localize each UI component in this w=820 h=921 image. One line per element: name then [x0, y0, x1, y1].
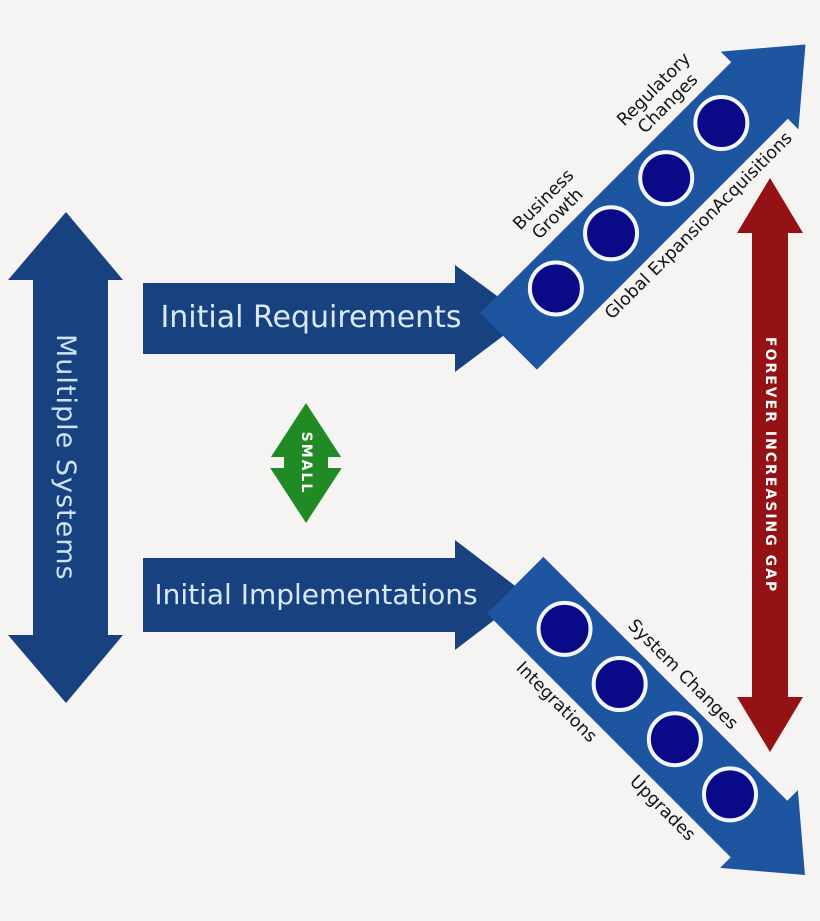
- milestone-circle: [580, 644, 660, 724]
- multiple-systems-label: Multiple Systems: [50, 334, 81, 581]
- initial-requirements-label: Initial Requirements: [160, 300, 462, 335]
- initial-implementations-arrow: Initial Implementations: [143, 540, 527, 650]
- milestone-circle: [626, 138, 706, 218]
- forever-increasing-gap-arrow: FOREVER INCREASING GAP: [737, 178, 803, 752]
- small-gap-notch-right: [328, 457, 347, 468]
- initial-requirements-arrow: Initial Requirements: [143, 265, 527, 372]
- small-gap-indicator: SMALL: [265, 403, 347, 523]
- multiple-systems-arrow: Multiple Systems: [8, 212, 123, 703]
- milestone-circle: [571, 193, 651, 273]
- small-gap-notch-left: [265, 457, 284, 468]
- milestone-circle: [681, 83, 761, 163]
- milestone-circle: [516, 248, 596, 329]
- diagram-canvas: Multiple Systems Initial Requirements In…: [8, 5, 820, 896]
- milestone-circle: [690, 754, 770, 834]
- initial-implementations-label: Initial Implementations: [154, 577, 478, 611]
- small-gap-label: SMALL: [298, 431, 314, 495]
- milestone-circle: [635, 699, 715, 779]
- forever-increasing-gap-label: FOREVER INCREASING GAP: [762, 336, 778, 594]
- milestone-circle: [524, 589, 605, 669]
